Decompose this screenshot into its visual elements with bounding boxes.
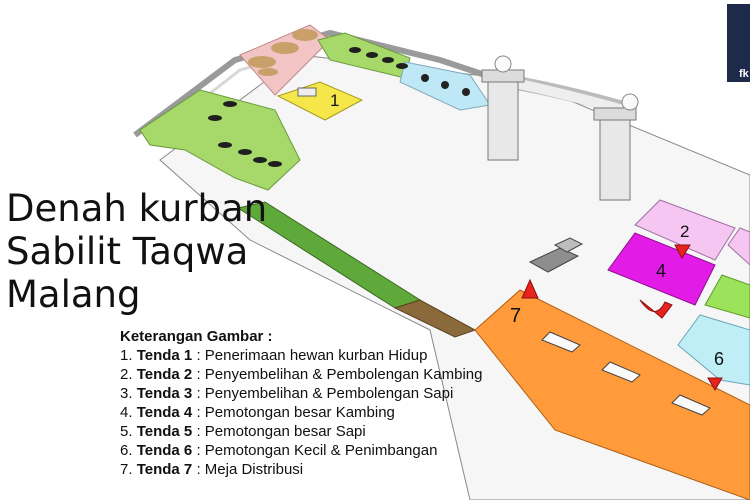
legend-item: 4. Tenda 4 : Pemotongan besar Kambing — [120, 403, 482, 422]
tenda-1-label: 1 — [330, 91, 339, 110]
legend-name: Tenda 2 — [136, 366, 193, 383]
legend-num: 2. — [120, 366, 133, 383]
cattle-icons — [248, 29, 318, 76]
legend-num: 5. — [120, 423, 133, 440]
legend-heading: Keterangan Gambar : — [120, 328, 273, 345]
legend-name: Tenda 1 — [136, 347, 193, 364]
legend-num: 1. — [120, 347, 133, 364]
legend-num: 3. — [120, 385, 133, 402]
legend-desc: : Penyembelihan & Pembolengan Sapi — [196, 385, 454, 402]
legend-name: Tenda 4 — [136, 404, 193, 421]
truck-icon — [528, 237, 584, 273]
sheep-icons — [421, 74, 470, 96]
legend-desc: : Pemotongan besar Kambing — [196, 404, 395, 421]
legend-desc: : Penerimaan hewan kurban Hidup — [196, 347, 428, 364]
legend-desc: : Meja Distribusi — [196, 461, 304, 478]
legend-desc: : Pemotongan besar Sapi — [196, 423, 366, 440]
legend-desc: : Pemotongan Kecil & Penimbangan — [196, 442, 438, 459]
watermark-logo: fk — [727, 4, 750, 82]
legend-name: Tenda 6 — [136, 442, 193, 459]
page-title-line-3: Malang — [6, 273, 141, 316]
legend-item: 5. Tenda 5 : Pemotongan besar Sapi — [120, 422, 482, 441]
legend-name: Tenda 3 — [136, 385, 193, 402]
legend-item: 2. Tenda 2 : Penyembelihan & Pembolengan… — [120, 365, 482, 384]
tenda-7 — [474, 289, 750, 500]
legend-item: 6. Tenda 6 : Pemotongan Kecil & Penimban… — [120, 441, 482, 460]
gate-arch — [481, 55, 639, 201]
tenda-6-label: 6 — [714, 349, 724, 369]
tenda-6 — [677, 314, 750, 386]
flow-arrows — [521, 244, 723, 391]
legend-desc: : Penyembelihan & Pembolengan Kambing — [196, 366, 483, 383]
legend-num: 4. — [120, 404, 133, 421]
legend-item: 1. Tenda 1 : Penerimaan hewan kurban Hid… — [120, 346, 482, 365]
legend-item: 7. Tenda 7 : Meja Distribusi — [120, 460, 482, 479]
legend-name: Tenda 5 — [136, 423, 193, 440]
tenda-3 — [727, 227, 750, 266]
watermark-text: fk — [739, 68, 749, 80]
tenda-4 — [607, 232, 716, 306]
page-title-line-2: Sabilit Taqwa — [6, 230, 249, 273]
goat-pen — [139, 89, 301, 191]
goat-icons — [208, 47, 408, 167]
tenda-1-table — [297, 87, 317, 97]
tenda-7-label: 7 — [510, 305, 521, 327]
legend-num: 6. — [120, 442, 133, 459]
legend-num: 7. — [120, 461, 133, 478]
tenda-5 — [704, 274, 750, 319]
tenda-4-label: 4 — [656, 261, 666, 281]
legend: Keterangan Gambar : 1. Tenda 1 : Penerim… — [120, 327, 482, 479]
tenda-2-label: 2 — [680, 222, 689, 241]
legend-item: 3. Tenda 3 : Penyembelihan & Pembolengan… — [120, 384, 482, 403]
page-title-line-1: Denah kurban — [6, 187, 268, 230]
distribution-tables — [541, 331, 711, 416]
boundary-wall — [133, 29, 501, 138]
legend-name: Tenda 7 — [136, 461, 193, 478]
